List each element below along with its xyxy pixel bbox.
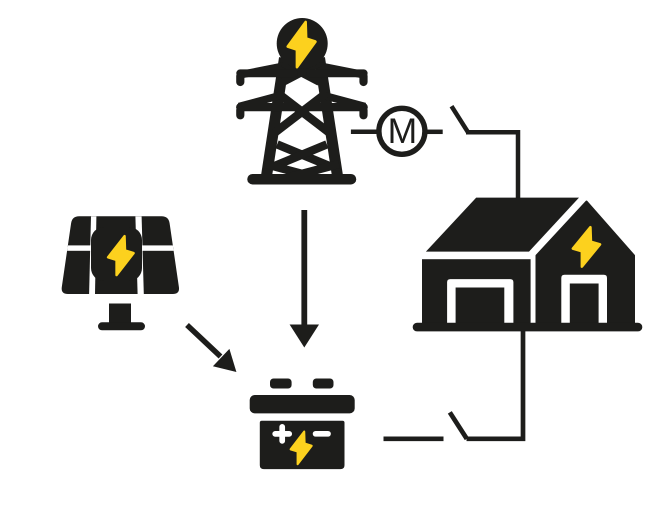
svg-text:M: M — [388, 111, 418, 151]
